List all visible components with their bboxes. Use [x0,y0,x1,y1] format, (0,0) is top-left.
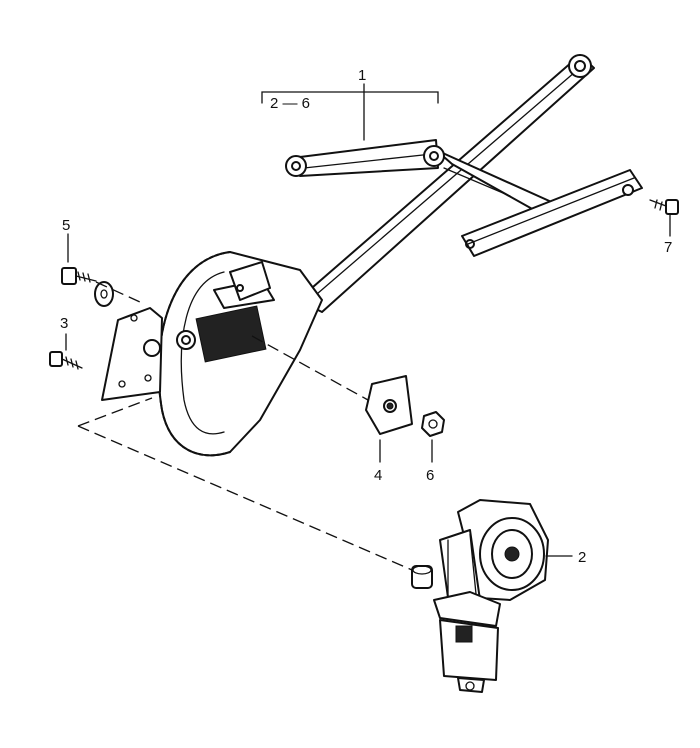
callout-7: 7 [664,239,672,256]
motor-2 [433,499,549,693]
screw-5 [61,267,97,285]
callout-1: 1 [358,67,366,84]
screw-3 [49,351,83,370]
callout-2-6: 2 — 6 [270,95,310,112]
callout-labels: 1 2 — 6 2 3 4 5 6 7 [60,67,672,566]
callout-3: 3 [60,315,68,332]
washer [94,281,114,307]
alignment-dashes [77,281,413,571]
nut-6 [421,411,445,437]
callout-4: 4 [374,467,382,484]
callout-2: 2 [578,549,586,566]
bushing [411,565,433,589]
callout-5: 5 [62,217,70,234]
screw-7 [649,199,679,215]
mounting-plate [101,307,163,401]
regulator-arm-assembly [285,54,595,313]
leader-lines [65,83,671,557]
guide-rail [461,169,643,257]
gear-sector [157,251,323,457]
callout-6: 6 [426,467,434,484]
cover-4 [365,375,413,435]
